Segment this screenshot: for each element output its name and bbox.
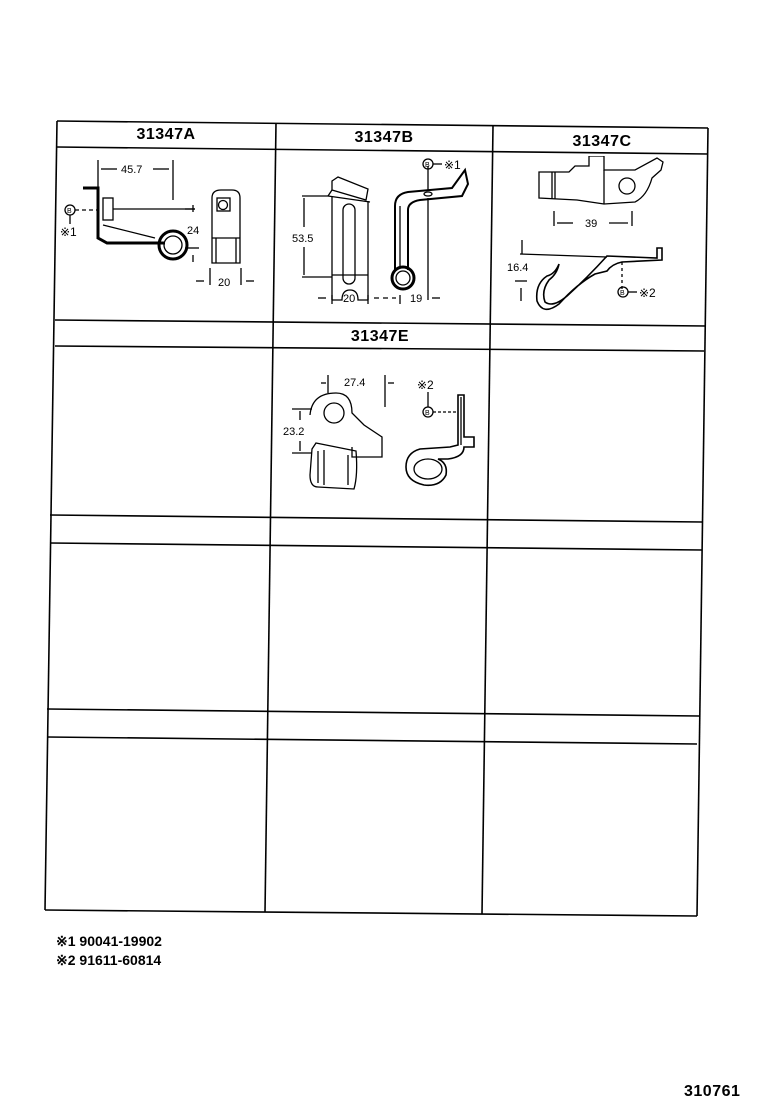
illustration-code: 310761: [684, 1083, 741, 1100]
dim-height-e: 23.2: [283, 426, 304, 438]
dim-height-b: 53.5: [292, 233, 313, 245]
dim-offset-b: 19: [410, 293, 422, 305]
callout-symbol-a: B: [67, 208, 72, 215]
footnote-2: ※2 91611-60814: [56, 951, 161, 969]
dim-length-a: 45.7: [121, 164, 142, 176]
part-31347b-drawing: 53.5 20 19 B ※1: [292, 158, 470, 305]
footnote-2-part-number: 91611-60814: [79, 952, 162, 968]
callout-ref-a: ※1: [60, 225, 77, 239]
part-31347e-drawing: 27.4 23.2 B ※2: [283, 375, 475, 490]
callout-symbol-e: B: [425, 410, 430, 417]
callout-ref-b: ※1: [444, 158, 461, 172]
part-31347a-drawing: 45.7 24 20 B ※1: [60, 160, 254, 289]
header-31347b: 31347B: [354, 129, 414, 146]
header-31347a: 31347A: [136, 126, 196, 143]
header-31347c: 31347C: [572, 133, 632, 150]
footnote-1-ref: ※1: [56, 933, 76, 949]
dim-length-e: 27.4: [344, 377, 365, 389]
dim-height-a: 24: [187, 225, 199, 237]
callout-symbol-c: B: [620, 290, 625, 297]
part-31347c-drawing: 39 16.4 B ※2: [507, 156, 664, 311]
footnote-1: ※1 90041-19902: [56, 932, 162, 950]
dim-width-b: 20: [343, 293, 355, 305]
callout-symbol-b: B: [425, 162, 430, 169]
callout-ref-e: ※2: [417, 378, 434, 392]
dim-length-c: 39: [585, 218, 597, 230]
footnote-1-part-number: 90041-19902: [79, 933, 162, 949]
dim-width-a: 20: [218, 277, 230, 289]
footnote-2-ref: ※2: [56, 952, 76, 968]
callout-ref-c: ※2: [639, 286, 656, 300]
header-31347e: 31347E: [350, 328, 410, 345]
dim-height-c: 16.4: [507, 262, 528, 274]
